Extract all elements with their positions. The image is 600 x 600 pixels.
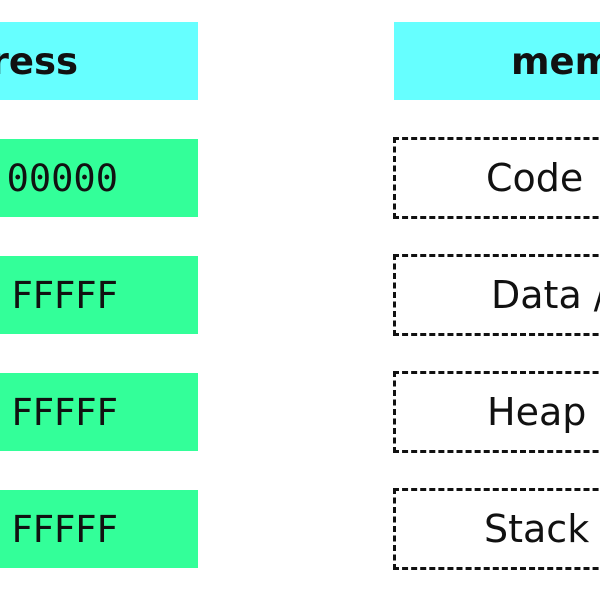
segment-label: Heap (487, 390, 587, 434)
address-cell-row-4: FFFFF (0, 490, 198, 568)
address-value: FFFFF (11, 273, 118, 317)
segment-box-data: Data / (393, 254, 600, 336)
address-cell-row-1: 00000 (0, 139, 198, 217)
address-value: FFFFF (11, 507, 118, 551)
address-header-label: ress (0, 39, 78, 83)
address-value: 00000 (6, 156, 118, 200)
segment-label: Stack (484, 507, 590, 551)
memory-column-header: mem (394, 22, 600, 100)
segment-box-heap: Heap (393, 371, 600, 453)
segment-box-stack: Stack (393, 488, 600, 570)
address-cell-row-2: FFFFF (0, 256, 198, 334)
address-column-header: ress (0, 22, 198, 100)
segment-box-code: Code (393, 137, 600, 219)
segment-label: Code (486, 156, 584, 200)
address-cell-row-3: FFFFF (0, 373, 198, 451)
segment-label: Data / (491, 273, 600, 317)
memory-header-label: mem (511, 39, 600, 83)
address-value: FFFFF (11, 390, 118, 434)
